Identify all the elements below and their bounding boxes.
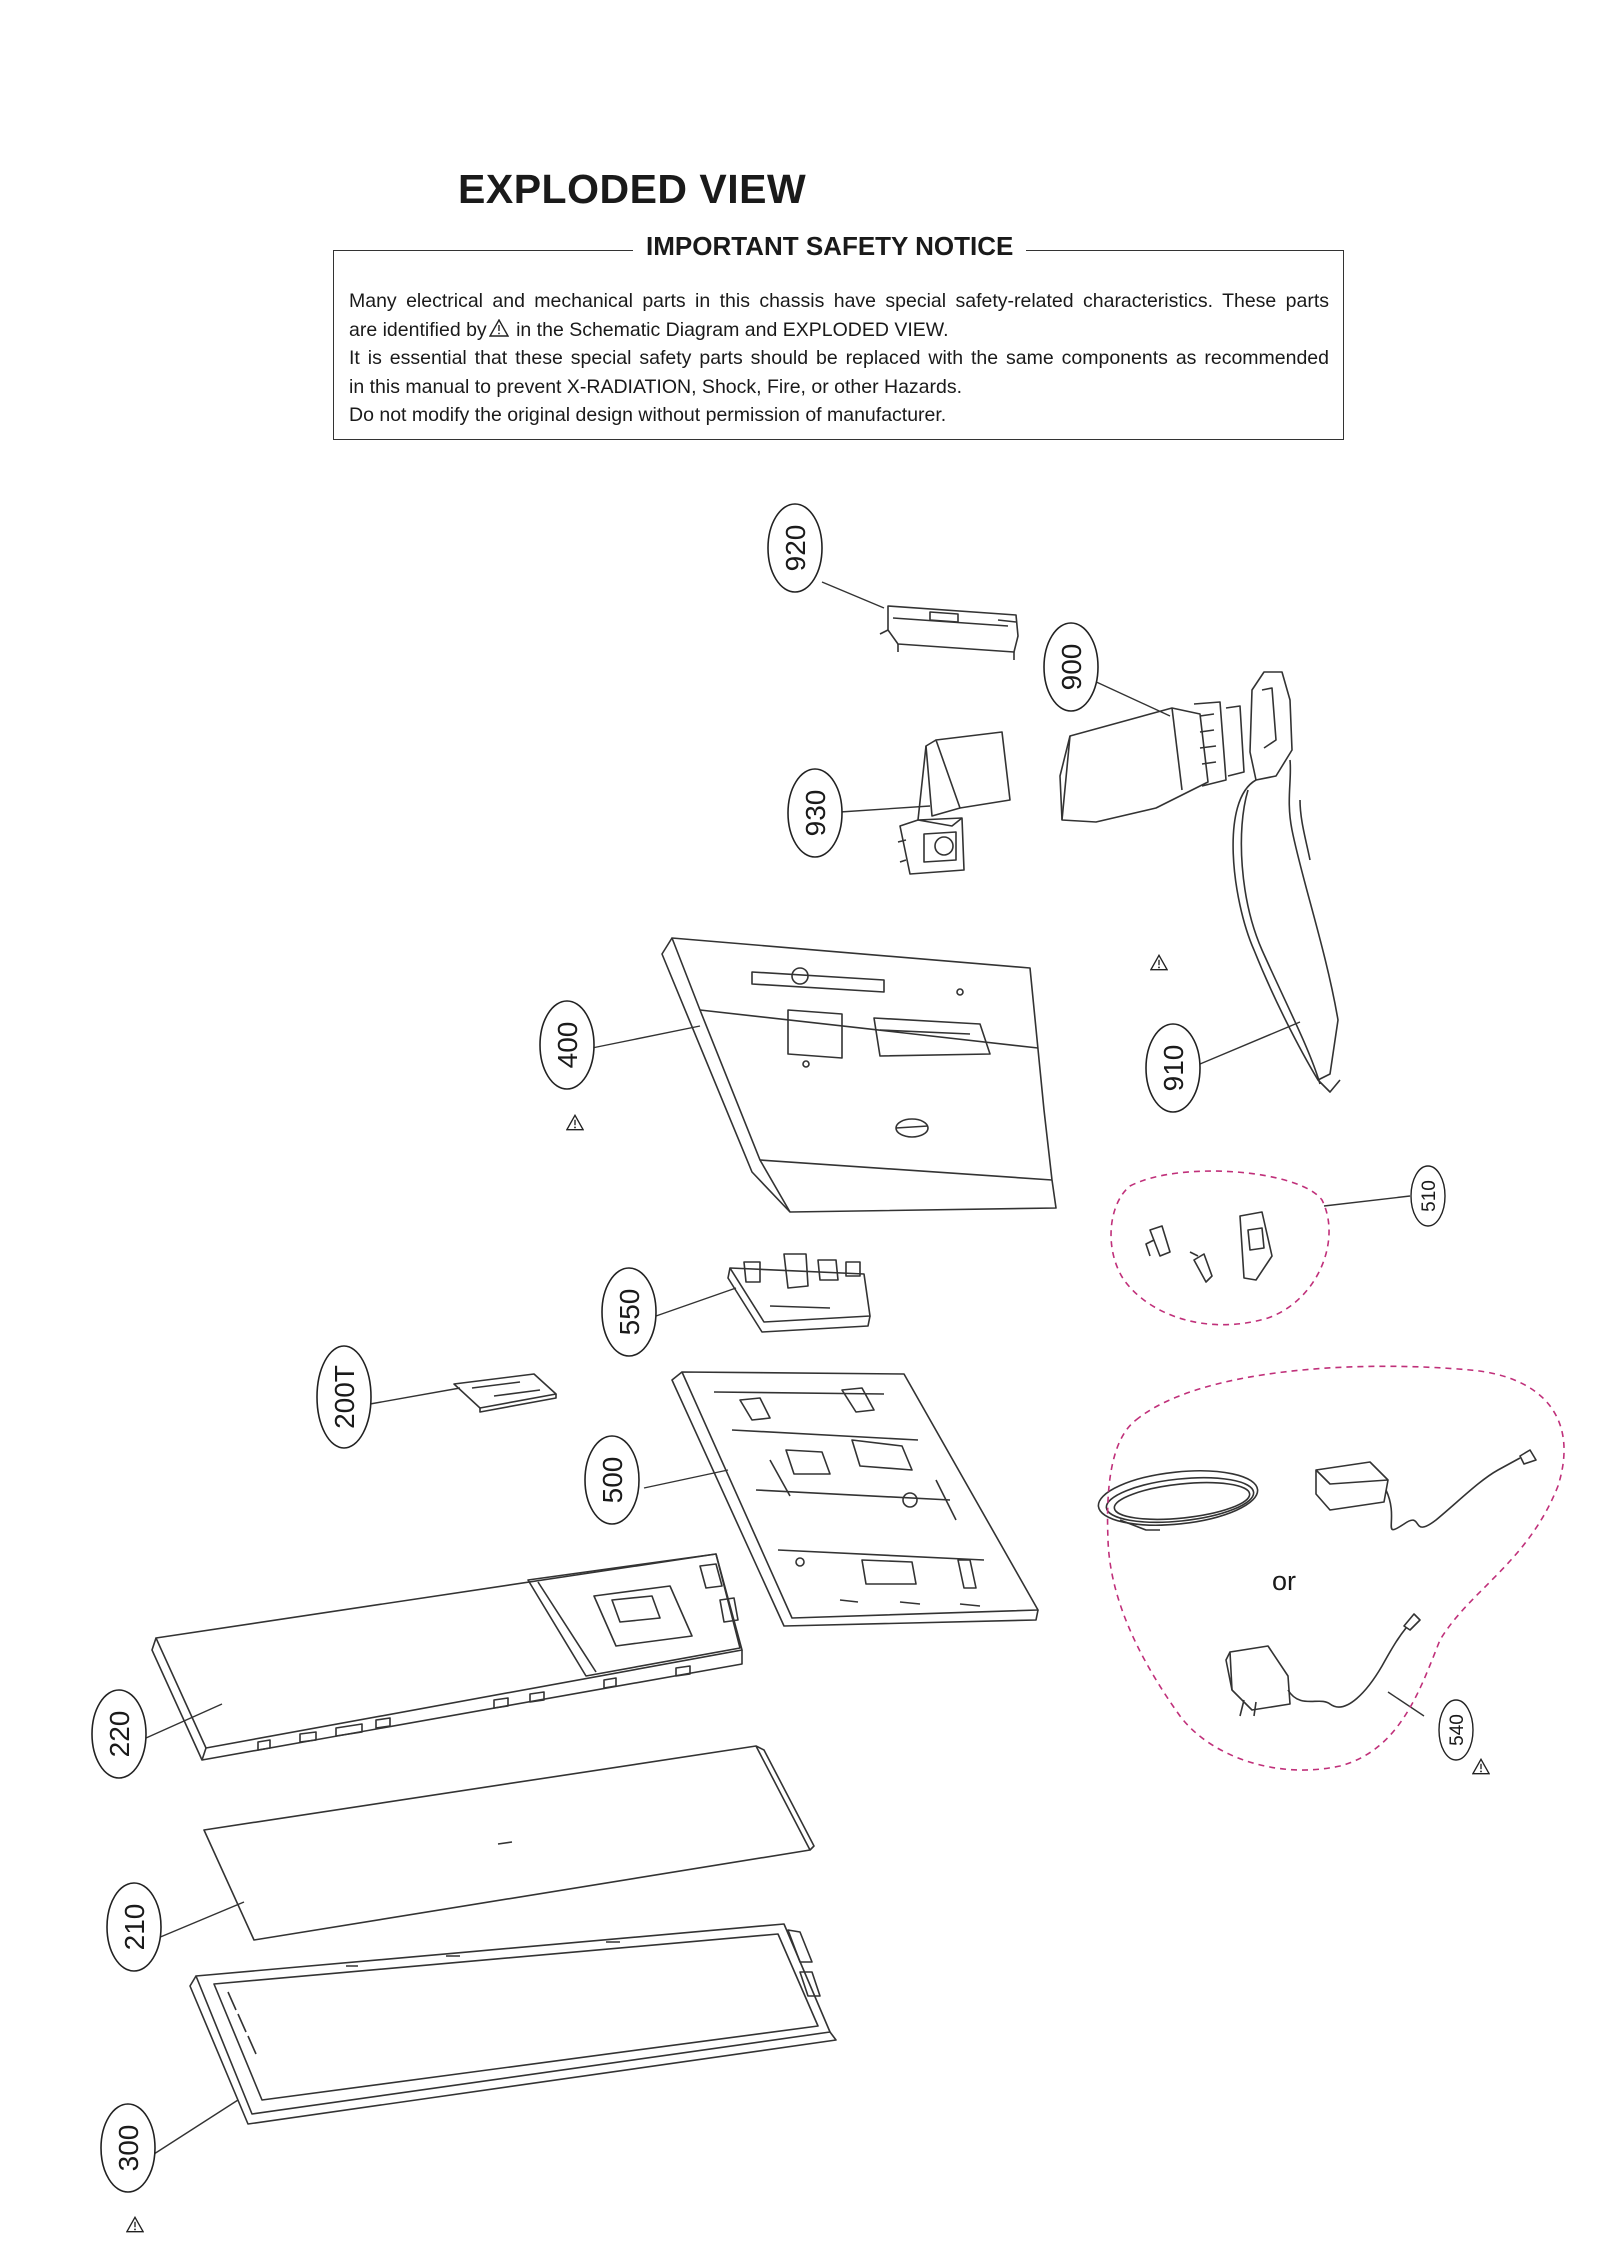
warning-triangle-icon (488, 318, 509, 337)
callout-220-label: 220 (104, 1711, 135, 1758)
notice-line-5: Do not modify the original design withou… (349, 404, 947, 426)
safety-notice-heading: IMPORTANT SAFETY NOTICE (633, 231, 1027, 262)
notice-line-2: are identified by in the Schematic Diagr… (349, 316, 1329, 345)
part-550-board (727, 1253, 871, 1333)
callout-540: 540 (1438, 1699, 1474, 1761)
callout-930: 930 (787, 768, 843, 858)
callout-540-label: 540 (1447, 1714, 1468, 1746)
part-300-bezel (189, 1923, 837, 2125)
callout-210-label: 210 (119, 1904, 150, 1951)
warning-triangle-icon (566, 1114, 584, 1131)
warning-triangle-icon (1150, 954, 1168, 971)
notice-line-1: Many electrical and mechanical parts in … (349, 290, 1329, 312)
part-500-frame (671, 1371, 1039, 1627)
part-540-adapter (1097, 1449, 1537, 1717)
callout-930-label: 930 (800, 790, 831, 837)
callout-200T-label: 200T (329, 1365, 360, 1429)
part-220-chassis (151, 1553, 743, 1761)
part-910-stand (1232, 671, 1341, 1093)
callout-220: 220 (91, 1689, 147, 1779)
part-930-hinge (897, 731, 1011, 875)
part-510-buttons (1145, 1211, 1273, 1283)
notice-line-2-end: in the Schematic Diagram and EXPLODED VI… (510, 318, 949, 341)
callout-550: 550 (601, 1267, 657, 1357)
safety-notice-text: Many electrical and mechanical parts in … (349, 287, 1329, 430)
callout-500-label: 500 (597, 1457, 628, 1504)
callout-510-label: 510 (1419, 1180, 1440, 1212)
callout-900: 900 (1043, 622, 1099, 712)
callout-210: 210 (106, 1882, 162, 1972)
part-400-back-cover (661, 937, 1057, 1213)
warning-triangle-icon (126, 2216, 144, 2233)
callout-920: 920 (767, 503, 823, 593)
callout-200T: 200T (316, 1345, 372, 1449)
callout-910-label: 910 (1158, 1045, 1189, 1092)
callout-900-label: 900 (1056, 644, 1087, 691)
page-title: EXPLODED VIEW (458, 166, 807, 212)
part-900-stand-neck (1059, 701, 1245, 823)
callout-920-label: 920 (780, 525, 811, 572)
callout-910: 910 (1145, 1023, 1201, 1113)
group-540-outline (1106, 1365, 1565, 1771)
callout-550-label: 550 (614, 1289, 645, 1336)
adapter-or-label: or (1272, 1566, 1296, 1596)
safety-notice-box: IMPORTANT SAFETY NOTICE Many electrical … (333, 231, 1344, 440)
part-200T-pcb (453, 1373, 557, 1413)
callout-400-label: 400 (552, 1022, 583, 1069)
notice-line-4: in this manual to prevent X-RADIATION, S… (349, 375, 963, 398)
callout-510: 510 (1410, 1165, 1446, 1227)
notice-line-3: It is essential that these special safet… (349, 347, 1329, 369)
part-920-cover (879, 605, 1019, 660)
notice-line-2-start: are identified by (349, 318, 487, 341)
callout-300-label: 300 (113, 2125, 144, 2172)
callout-500: 500 (584, 1435, 640, 1525)
part-210-sheet (203, 1745, 815, 1941)
callout-300: 300 (100, 2103, 156, 2193)
callout-400: 400 (539, 1000, 595, 1090)
group-510-outline (1110, 1170, 1330, 1326)
warning-triangle-icon (1472, 1758, 1490, 1775)
leader-lines (145, 581, 1425, 2155)
